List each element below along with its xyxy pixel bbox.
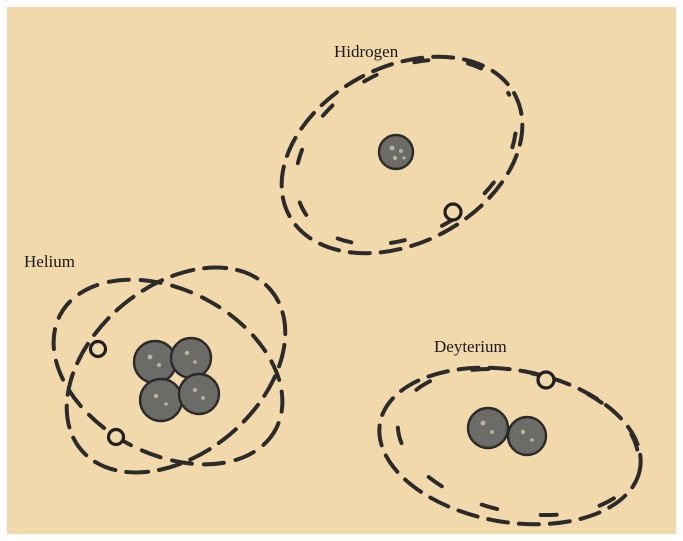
proton — [468, 408, 508, 448]
deuterium-atom: Deyterium — [367, 337, 653, 541]
deuterium-label: Deyterium — [434, 337, 507, 356]
hydrogen-atom: Hidrogen — [248, 17, 557, 293]
neutron — [508, 417, 546, 455]
nucleon — [140, 379, 182, 421]
proton — [379, 135, 413, 169]
deuterium-nucleus — [468, 408, 546, 455]
nucleon — [171, 338, 211, 378]
helium-electron-2 — [109, 430, 124, 445]
helium-atom: Helium — [22, 226, 325, 514]
helium-nucleus — [134, 338, 219, 421]
hydrogen-nucleus — [379, 135, 413, 169]
helium-electron-1 — [91, 342, 106, 357]
helium-label: Helium — [24, 252, 75, 271]
hydrogen-electron — [445, 204, 461, 220]
hydrogen-label: Hidrogen — [334, 42, 399, 61]
nucleon — [179, 374, 219, 414]
nucleon — [134, 341, 176, 383]
deuterium-electron — [538, 372, 554, 388]
